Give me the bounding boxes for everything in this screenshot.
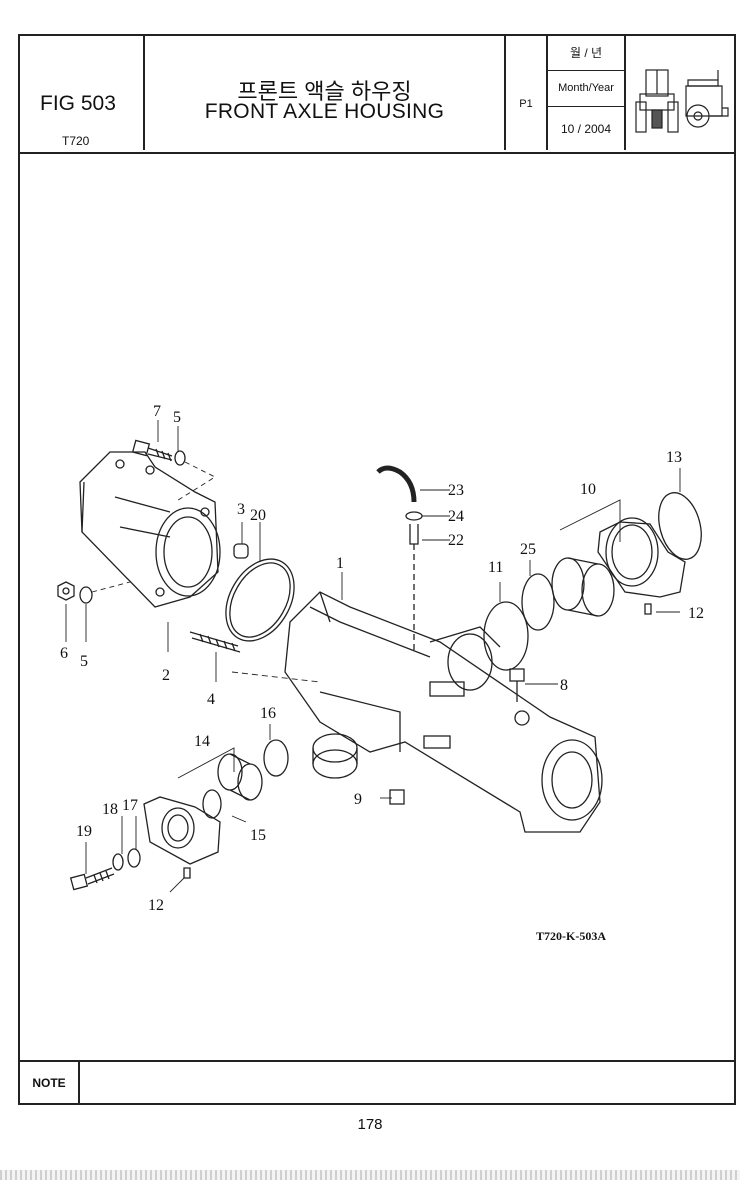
callout-18: 18	[102, 801, 118, 818]
callout-24: 24	[448, 508, 464, 525]
callout-4: 4	[207, 691, 215, 708]
callout-20: 20	[250, 507, 266, 524]
note-row: NOTE	[20, 1060, 734, 1105]
page-number: 178	[357, 1116, 383, 1133]
callout-6: 6	[60, 645, 68, 662]
lock-washer-18	[112, 853, 124, 871]
callout-7: 7	[153, 403, 161, 420]
drain-plug	[509, 668, 525, 702]
seal-ring-25	[521, 573, 555, 631]
main-axle-housing	[284, 591, 603, 833]
date-divider	[548, 106, 624, 107]
o-ring-part	[225, 558, 295, 642]
callout-23: 23	[448, 482, 464, 499]
callout-9: 9	[354, 791, 362, 808]
grease-nipple	[644, 603, 652, 615]
o-ring-11	[483, 601, 529, 671]
model-code: T720	[62, 134, 90, 148]
callout-16: 16	[260, 705, 276, 722]
filler-plug	[389, 789, 405, 805]
seal-15	[202, 789, 222, 819]
title-block: FIG 503 T720 프론트 액슬 하우징 FRONT AXLE HOUSI…	[20, 36, 734, 154]
bolt-part	[131, 439, 186, 466]
date-divider	[548, 70, 624, 71]
title-korean: 프론트 액슬 하우징	[237, 79, 412, 104]
page-id-cell: P1	[506, 36, 548, 150]
callout-5b: 5	[80, 653, 88, 670]
figure-cell: FIG 503 T720	[20, 36, 145, 150]
tractor-icon	[635, 69, 729, 133]
title-english: FRONT AXLE HOUSING	[204, 100, 445, 123]
leader-lines	[65, 420, 681, 893]
drawing-code: T720-K-503A	[536, 929, 606, 943]
washer-17	[127, 848, 141, 868]
callout-19: 19	[76, 823, 92, 840]
grease-nipple	[183, 867, 191, 879]
callout-2: 2	[162, 667, 170, 684]
stud-part	[189, 631, 241, 653]
bushing-lower	[217, 753, 263, 801]
o-ring-16	[263, 739, 289, 777]
scan-edge	[0, 1170, 740, 1180]
callout-17: 17	[122, 797, 138, 814]
note-label: NOTE	[20, 1062, 80, 1105]
figure-code: FIG 503	[40, 92, 116, 115]
parts-sheet: FIG 503 T720 프론트 액슬 하우징 FRONT AXLE HOUSI…	[18, 34, 736, 1105]
o-ring-13	[658, 492, 702, 560]
callout-14: 14	[194, 733, 210, 750]
callout-3: 3	[237, 501, 245, 518]
flange-housing-part	[79, 451, 221, 608]
callout-1: 1	[336, 555, 344, 572]
callout-10: 10	[580, 481, 596, 498]
callout-25: 25	[520, 541, 536, 558]
breather-fitting	[409, 524, 419, 545]
callout-labels: 7 5 3 20 6 5 2 4 1 23 24 22 13 10 25 11 …	[60, 403, 704, 943]
callout-13: 13	[666, 449, 682, 466]
bearing-housing-right	[597, 517, 686, 598]
bolt-19	[69, 867, 115, 891]
nut-and-washer	[57, 581, 93, 604]
title-cell: 프론트 액슬 하우징 FRONT AXLE HOUSING	[145, 36, 506, 150]
bushing-part	[551, 557, 615, 617]
callout-22: 22	[448, 532, 464, 549]
tractor-icon-cell	[626, 36, 734, 150]
date-value: 10 / 2004	[560, 122, 612, 136]
dowel-pin	[233, 543, 249, 559]
callout-5: 5	[173, 409, 181, 426]
breather-pipe	[376, 465, 417, 503]
callout-11: 11	[488, 559, 503, 576]
date-label-english: Month/Year	[558, 82, 614, 94]
date-cell: 월 / 년 Month/Year 10 / 2004	[548, 36, 626, 150]
callout-15: 15	[250, 827, 266, 844]
callout-12b: 12	[148, 897, 164, 914]
callout-8: 8	[560, 677, 568, 694]
breather-nut	[405, 511, 423, 521]
bearing-housing-left	[143, 796, 221, 865]
page-id: P1	[519, 98, 533, 110]
exploded-parts-diagram: 7 5 3 20 6 5 2 4 1 23 24 22 13 10 25 11 …	[57, 403, 704, 943]
callout-12: 12	[688, 605, 704, 622]
date-label-korean: 월 / 년	[569, 46, 603, 60]
